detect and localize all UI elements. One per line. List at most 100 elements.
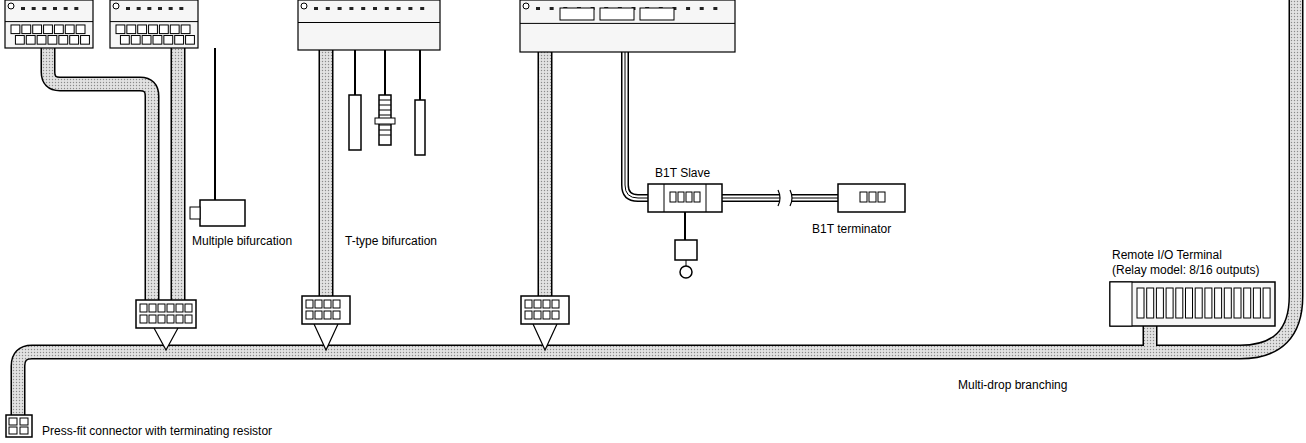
terminal-screw bbox=[54, 25, 63, 34]
relay-slot bbox=[1176, 288, 1183, 318]
limit-switch bbox=[675, 240, 697, 278]
connector-branch bbox=[314, 324, 338, 350]
connector-contact bbox=[158, 315, 165, 323]
indicator-led bbox=[314, 7, 318, 10]
thread-line bbox=[379, 105, 391, 106]
connector-contact bbox=[9, 418, 17, 425]
label-text: (Relay model: 8/16 outputs) bbox=[1112, 263, 1259, 277]
terminal-screw bbox=[869, 192, 876, 202]
relay-slot bbox=[1156, 288, 1163, 318]
trunk-cable bbox=[18, 0, 1296, 415]
unit-screw bbox=[113, 3, 119, 9]
terminal-screw bbox=[186, 36, 195, 45]
relay-slot bbox=[1224, 288, 1231, 318]
drop-cable bbox=[545, 52, 546, 296]
indicator-led bbox=[137, 7, 141, 10]
relay-slot bbox=[1195, 288, 1202, 318]
connector-contact bbox=[543, 300, 550, 308]
indicator-led bbox=[536, 7, 540, 10]
label-text: Multiple bifurcation bbox=[192, 234, 292, 248]
relay-slot bbox=[1253, 288, 1260, 318]
terminal-screw bbox=[26, 36, 35, 45]
terminal-screw bbox=[11, 25, 20, 34]
terminal-screw bbox=[120, 36, 129, 45]
terminal-screw bbox=[22, 25, 31, 34]
terminal-screw bbox=[149, 25, 158, 34]
indicator-led bbox=[397, 7, 401, 10]
unit-panel-line bbox=[110, 21, 198, 22]
label-text: B1T terminator bbox=[812, 222, 891, 236]
indicator-led bbox=[713, 7, 717, 10]
sensor bbox=[415, 100, 425, 155]
label-text: Multi-drop branching bbox=[958, 378, 1067, 392]
terminal-screw bbox=[686, 192, 692, 202]
label-text: Remote I/O Terminal bbox=[1112, 248, 1222, 262]
terminal-screw bbox=[33, 25, 42, 34]
connector-port bbox=[640, 8, 674, 20]
connector-branch bbox=[154, 328, 178, 350]
connector-contact bbox=[306, 311, 313, 319]
cable-outline bbox=[171, 48, 186, 300]
terminal-screw bbox=[164, 36, 173, 45]
cable-sheath bbox=[320, 50, 332, 296]
break-mark bbox=[778, 190, 792, 206]
unit-panel-line bbox=[298, 22, 440, 23]
relay-slot bbox=[1215, 288, 1222, 318]
connector-contact bbox=[333, 300, 340, 308]
connector-contact bbox=[158, 304, 165, 312]
flat-cable-inner bbox=[625, 52, 650, 198]
terminal-screw bbox=[15, 36, 24, 45]
flat-cable-outline bbox=[720, 194, 780, 202]
relay-slot bbox=[1205, 288, 1212, 318]
connector-contact bbox=[543, 311, 550, 319]
label-text: B1T Slave bbox=[655, 166, 710, 180]
unit-screw bbox=[301, 3, 307, 9]
b1t-slave bbox=[648, 184, 722, 212]
terminal-screw bbox=[48, 36, 57, 45]
flat-cable bbox=[625, 52, 650, 198]
terminal-screw bbox=[159, 25, 168, 34]
flat-cable-core bbox=[720, 198, 780, 199]
sensor bbox=[349, 95, 361, 150]
terminal-housing bbox=[1110, 282, 1275, 326]
indicator-led bbox=[32, 7, 36, 10]
terminal-side bbox=[1110, 282, 1132, 326]
indicator-led bbox=[21, 7, 25, 10]
thread-line bbox=[379, 100, 391, 101]
slave-unit bbox=[5, 0, 93, 48]
terminal-screw bbox=[70, 36, 79, 45]
cable-sheath bbox=[18, 0, 1296, 415]
indicator-led bbox=[74, 7, 78, 10]
unit-panel-line bbox=[520, 23, 735, 24]
slave-unit bbox=[520, 0, 735, 52]
drop-cable bbox=[326, 50, 327, 296]
sensor-body bbox=[415, 100, 425, 155]
switch-body bbox=[675, 240, 697, 260]
connector-contact bbox=[315, 300, 322, 308]
remote-io-terminal bbox=[1110, 282, 1275, 326]
indicator-led bbox=[385, 7, 389, 10]
sensor-wire bbox=[419, 50, 421, 100]
relay-slot bbox=[1147, 288, 1154, 318]
connector-contact bbox=[20, 427, 28, 434]
thread-line bbox=[379, 110, 391, 111]
terminal-screw bbox=[860, 192, 867, 202]
connector-contact bbox=[176, 315, 183, 323]
terminal-screw bbox=[138, 25, 147, 34]
slave-divider bbox=[706, 184, 707, 212]
connector-contact bbox=[534, 311, 541, 319]
indicator-led bbox=[64, 7, 68, 10]
indicator-led bbox=[349, 7, 353, 10]
flat-cable-inner bbox=[720, 196, 780, 201]
connector-branch bbox=[533, 324, 557, 350]
connector-contact bbox=[306, 300, 313, 308]
cable-outline bbox=[48, 48, 152, 300]
press-fit-connector bbox=[6, 415, 32, 437]
connector-contact bbox=[20, 418, 28, 425]
sensor-body bbox=[349, 95, 361, 150]
sensor-wire bbox=[214, 48, 216, 200]
devices bbox=[5, 0, 1275, 437]
relay-slot bbox=[1263, 288, 1270, 318]
flat-cable-core bbox=[625, 52, 650, 198]
